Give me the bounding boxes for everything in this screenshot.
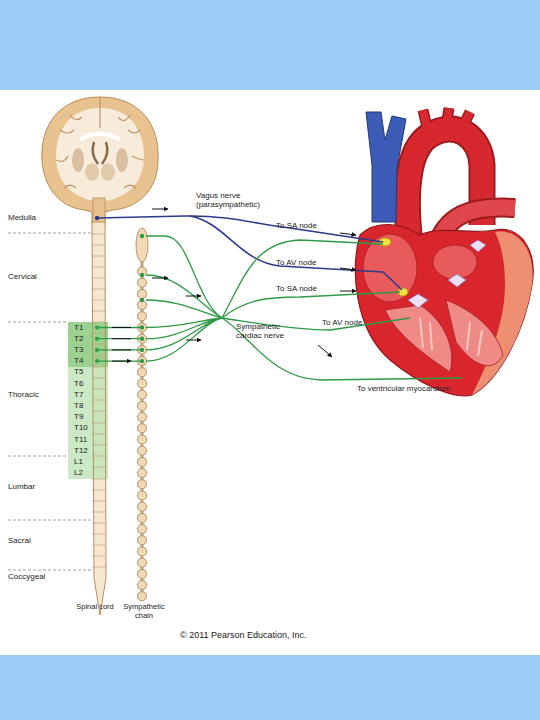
footer-bar: [0, 655, 540, 720]
spinal-cord-outline: [92, 222, 106, 615]
postganglionic-fibre: [146, 318, 222, 361]
cardiac-segments-band: [68, 322, 108, 367]
epicardial-fat: [472, 232, 533, 395]
fibre-dot: [140, 348, 144, 352]
corpus-callosum: [80, 134, 120, 140]
segment-label: T9: [74, 412, 96, 421]
ganglion-outline: [137, 272, 147, 598]
vagal-nucleus: [95, 216, 99, 220]
segment-label: T11: [74, 435, 96, 444]
ventricle: [93, 142, 108, 164]
direction-arrow: [152, 209, 168, 210]
fibre-dot: [95, 359, 99, 363]
region-label: Sacral: [8, 536, 68, 545]
heart-wall: [355, 224, 533, 395]
thalamus: [85, 163, 99, 181]
left-ventricle: [446, 300, 503, 366]
segment-label: T8: [74, 401, 96, 410]
direction-arrows: [112, 209, 356, 361]
copyright-notice: © 2011 Pearson Education, Inc.: [180, 630, 380, 640]
chain-trunk: [141, 260, 144, 600]
fibre-dot: [95, 348, 99, 352]
region-label: Lumbar: [8, 482, 68, 491]
left-atrium: [433, 245, 477, 279]
vagus-nerve: [190, 216, 402, 290]
heart-valve: [408, 240, 486, 308]
cardiac-branch: [222, 240, 383, 318]
vagus-nerve: [97, 216, 383, 242]
target-label: To SA node: [276, 284, 336, 293]
segment-label: L1: [74, 457, 96, 466]
direction-arrow: [340, 268, 356, 270]
cardiac-branch: [222, 292, 400, 318]
segment-label: T10: [74, 423, 96, 432]
direction-arrow: [112, 328, 131, 362]
brain-gyri: [56, 97, 144, 188]
direction-arrow: [340, 233, 356, 235]
direction-arrow: [340, 291, 356, 292]
fibre-dots: [95, 234, 144, 363]
fibre-dot: [140, 234, 144, 238]
fibre-dot: [140, 273, 144, 277]
segment-label: T2: [74, 334, 96, 343]
fibre-dot: [95, 326, 99, 330]
target-label: To AV node: [322, 318, 382, 327]
target-label: To SA node: [276, 221, 336, 230]
thalamus: [101, 163, 115, 181]
segment-label: L2: [74, 468, 96, 477]
nerve-label: Vagus nerve (parasympathetic): [196, 191, 276, 209]
papillary-muscle: [420, 318, 482, 356]
sympathetic-fibres: [97, 236, 462, 380]
postganglionic-fibre: [146, 275, 222, 318]
region-label: Medulla: [8, 213, 58, 222]
brainstem: [93, 198, 105, 225]
superior-vena-cava: [366, 112, 406, 222]
segment-label: T4: [74, 356, 96, 365]
cardiac-branch: [222, 318, 462, 380]
direction-arrow: [152, 278, 168, 279]
fibre-dot: [95, 337, 99, 341]
direction-arrow: [186, 296, 201, 297]
fibre-dot: [140, 325, 144, 329]
basal-nucleus: [116, 148, 128, 172]
segment-label: T1: [74, 323, 96, 332]
segment-label: T5: [74, 367, 96, 376]
chain-ganglion: [138, 272, 146, 598]
basal-nucleus: [72, 148, 84, 172]
brain-cortex: [42, 97, 158, 225]
postganglionic-fibre: [146, 236, 222, 318]
segment-label: T6: [74, 379, 96, 388]
direction-arrow: [318, 345, 332, 357]
fibre-dot: [140, 359, 144, 363]
postganglionic-fibre: [146, 300, 222, 318]
header-bar: [0, 0, 540, 90]
region-label: Thoracic: [8, 390, 68, 399]
target-label: To AV node: [276, 258, 336, 267]
preganglionic-fibre: [97, 328, 142, 362]
segment-label: T3: [74, 345, 96, 354]
segment-label: T7: [74, 390, 96, 399]
direction-arrow: [186, 340, 201, 341]
fibre-dot: [140, 337, 144, 341]
right-atrium: [363, 234, 417, 302]
part-label: Spinal cord: [76, 603, 114, 612]
right-ventricle: [385, 305, 452, 372]
thoracolumbar-band: [68, 322, 108, 479]
nerve-label: Sympathetic cardiac nerve: [236, 322, 298, 340]
segment-label: T12: [74, 446, 96, 455]
cervical-ganglion: [136, 228, 148, 262]
region-label: Coccygeal: [8, 572, 68, 581]
fibre-dot: [140, 298, 144, 302]
region-label: Cervical: [8, 272, 68, 281]
target-label: To ventricular myocardium: [357, 384, 487, 393]
part-label: Sympathetic chain: [116, 603, 172, 620]
